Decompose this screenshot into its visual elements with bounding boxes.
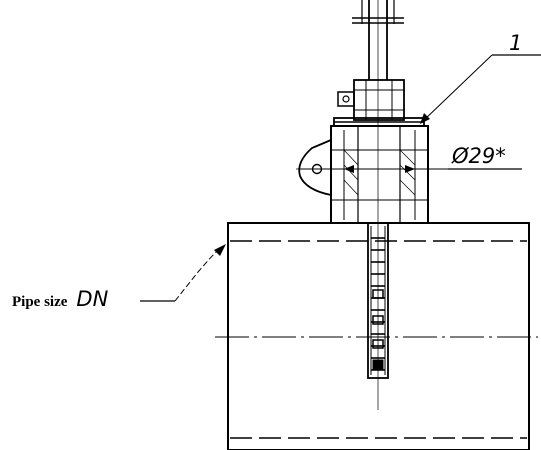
probe [367, 222, 389, 379]
pipe [215, 222, 538, 450]
diameter-dimension [298, 165, 522, 173]
cable-gland [337, 79, 405, 121]
mounting-lug [296, 139, 332, 196]
housing [330, 125, 429, 224]
pipe-size-leader [140, 244, 226, 302]
pipe-size-symbol: DN [76, 287, 108, 311]
pipe-size-label: Pipe size DN [12, 287, 109, 311]
stem [352, 0, 404, 410]
callout-1-leader [420, 54, 541, 124]
callout-number: 1 [509, 31, 522, 55]
pipe-size-prefix: Pipe size [12, 294, 68, 310]
diameter-label: Ø29* [451, 144, 506, 168]
